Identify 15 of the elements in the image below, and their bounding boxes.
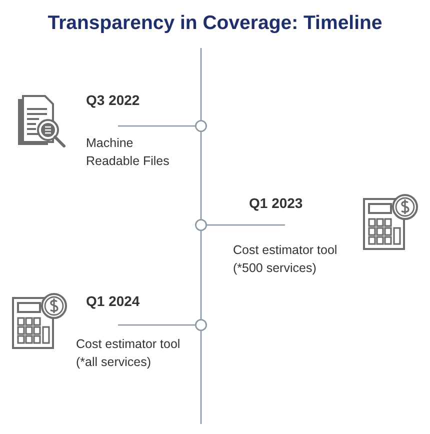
connector-line — [118, 125, 195, 127]
timeline-axis — [200, 231, 202, 319]
milestone-date: Q3 2022 — [86, 92, 140, 108]
milestone-date: Q1 2024 — [86, 293, 140, 309]
connector-line — [207, 224, 285, 226]
milestone-description: Machine Readable Files — [86, 135, 170, 170]
milestone-description: Cost estimator tool (*500 services) — [233, 242, 338, 277]
timeline-marker — [195, 120, 207, 132]
timeline-marker — [195, 319, 207, 331]
milestone-description: Cost estimator tool (*all services) — [76, 336, 182, 371]
title: Transparency in Coverage: Timeline — [46, 12, 384, 35]
timeline-axis — [200, 132, 202, 219]
timeline-marker — [195, 219, 207, 231]
connector-line — [118, 324, 195, 326]
milestone-date: Q1 2023 — [249, 195, 303, 211]
